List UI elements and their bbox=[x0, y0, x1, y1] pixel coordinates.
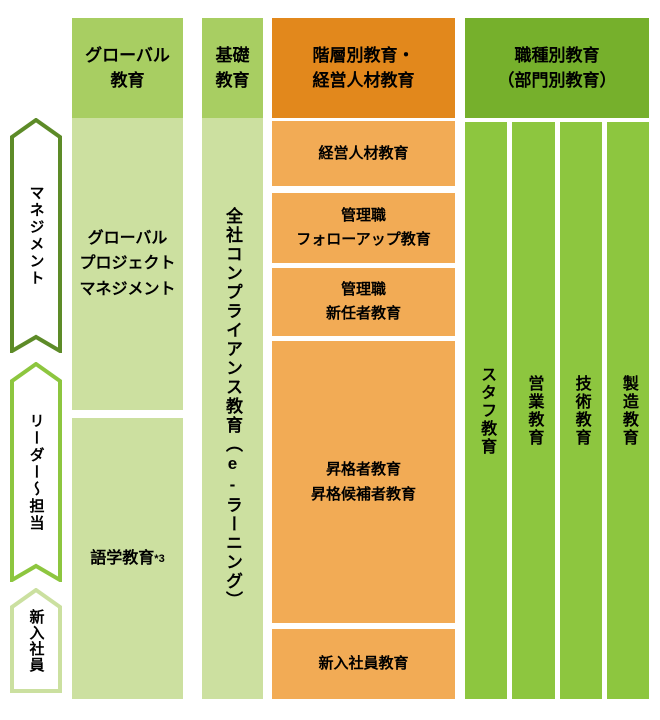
global-project-management-box: グローバル プロジェクト マネジメント bbox=[72, 118, 183, 410]
staff-education-label: スタフ教育 bbox=[478, 365, 496, 456]
compliance-elearning-box: 全社コンプライアンス教育（e-ラーニング） bbox=[202, 118, 263, 699]
sales-education-column: 営業教育 bbox=[512, 122, 555, 699]
manufacturing-education-label: 製造教育 bbox=[619, 374, 637, 447]
chevron-up-banner-icon bbox=[10, 362, 62, 582]
job-education-columns: スタフ教育 営業教育 技術教育 製造教育 bbox=[465, 122, 649, 699]
language-education-footnote: *3 bbox=[154, 552, 165, 565]
global-education-header: グローバル 教育 bbox=[72, 18, 183, 118]
chevron-up-banner-icon bbox=[10, 588, 62, 693]
level-new-employee-label: 新入社員 bbox=[27, 608, 45, 673]
level-new-employee: 新入社員 bbox=[10, 588, 62, 693]
language-education-box: 語学教育*3 bbox=[72, 418, 183, 699]
executive-education-box: 経営人材教育 bbox=[272, 121, 455, 186]
manufacturing-education-column: 製造教育 bbox=[606, 122, 649, 699]
language-education-label: 語学教育 bbox=[90, 549, 155, 567]
chevron-up-banner-icon bbox=[10, 118, 62, 353]
new-employee-education-box: 新入社員教育 bbox=[272, 629, 455, 699]
staff-education-column: スタフ教育 bbox=[465, 122, 508, 699]
level-leader-label: リーダー～担当 bbox=[27, 412, 45, 532]
technical-education-column: 技術教育 bbox=[559, 122, 602, 699]
sales-education-label: 営業教育 bbox=[525, 374, 543, 447]
technical-education-label: 技術教育 bbox=[572, 374, 590, 447]
level-leader: リーダー～担当 bbox=[10, 362, 62, 582]
level-management-label: マネジメント bbox=[27, 184, 45, 287]
compliance-elearning-label: 全社コンプライアンス教育（e-ラーニング） bbox=[223, 207, 242, 610]
manager-newly-appointed-education-box: 管理職 新任者教育 bbox=[272, 268, 455, 336]
job-education-header: 職種別教育 （部門別教育） bbox=[465, 18, 649, 118]
promotion-education-box: 昇格者教育 昇格候補者教育 bbox=[272, 341, 455, 623]
hierarchy-education-header: 階層別教育・ 経営人材教育 bbox=[272, 18, 455, 118]
basic-education-header: 基礎 教育 bbox=[202, 18, 263, 118]
level-management: マネジメント bbox=[10, 118, 62, 353]
manager-followup-education-box: 管理職 フォローアップ教育 bbox=[272, 193, 455, 263]
